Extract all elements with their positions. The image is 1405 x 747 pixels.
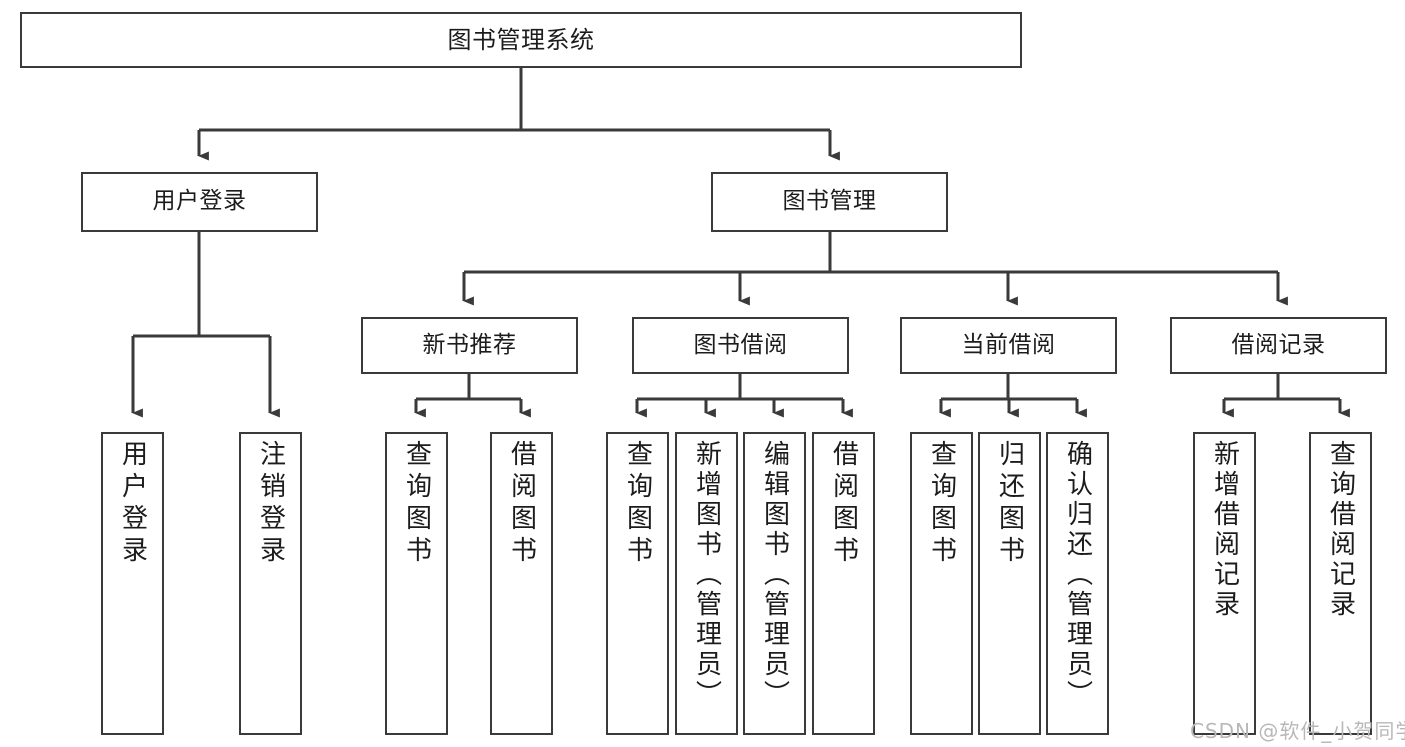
node-leaf-add-record-label: 新增借阅记录 [1209,440,1240,620]
node-leaf-query-book-2[interactable]: 查询图书 [606,432,669,735]
node-current-borrow[interactable]: 当前借阅 [900,317,1117,374]
node-root[interactable]: 图书管理系统 [20,12,1022,68]
node-leaf-borrow-book-2[interactable]: 借阅图书 [812,432,875,735]
node-book-borrow-label: 图书借阅 [693,331,788,358]
node-root-label: 图书管理系统 [447,25,595,54]
node-leaf-edit-book-label: 编辑图书（管理员） [759,440,790,710]
node-book-manage-label: 图书管理 [782,188,877,215]
node-leaf-query-book-2-label: 查询图书 [622,440,653,568]
node-leaf-borrow-book-1-label: 借阅图书 [506,440,537,568]
node-leaf-query-book-3-label: 查询图书 [926,440,957,568]
node-leaf-return-book[interactable]: 归还图书 [978,432,1041,735]
node-book-borrow[interactable]: 图书借阅 [632,317,849,374]
node-leaf-query-book-1-label: 查询图书 [401,440,432,568]
node-leaf-user-logout-label: 注销登录 [255,440,286,568]
node-leaf-confirm-return-label: 确认归还（管理员） [1062,440,1093,710]
node-leaf-edit-book[interactable]: 编辑图书（管理员） [743,432,806,735]
node-leaf-borrow-book-2-label: 借阅图书 [828,440,859,568]
node-leaf-add-book-label: 新增图书（管理员） [691,440,722,710]
node-leaf-confirm-return[interactable]: 确认归还（管理员） [1046,432,1109,735]
node-new-book-recommend-label: 新书推荐 [422,331,517,358]
node-borrow-record[interactable]: 借阅记录 [1170,317,1387,374]
watermark: CSDN @软件_小贺同学 [1190,719,1405,743]
node-leaf-query-record-label: 查询借阅记录 [1325,440,1356,620]
node-leaf-user-logout[interactable]: 注销登录 [239,432,302,735]
node-user-login[interactable]: 用户登录 [81,172,318,232]
node-borrow-record-label: 借阅记录 [1231,331,1326,358]
node-leaf-user-login-label: 用户登录 [117,440,148,568]
node-book-manage[interactable]: 图书管理 [711,172,948,232]
node-user-login-label: 用户登录 [152,188,247,215]
node-leaf-add-book[interactable]: 新增图书（管理员） [675,432,738,735]
node-leaf-query-book-1[interactable]: 查询图书 [385,432,448,735]
node-leaf-add-record[interactable]: 新增借阅记录 [1193,432,1256,735]
node-current-borrow-label: 当前借阅 [961,331,1056,358]
node-leaf-borrow-book-1[interactable]: 借阅图书 [490,432,553,735]
node-leaf-return-book-label: 归还图书 [994,440,1025,568]
node-new-book-recommend[interactable]: 新书推荐 [361,317,578,374]
node-leaf-query-book-3[interactable]: 查询图书 [910,432,973,735]
node-leaf-query-record[interactable]: 查询借阅记录 [1309,432,1372,735]
node-leaf-user-login[interactable]: 用户登录 [101,432,164,735]
